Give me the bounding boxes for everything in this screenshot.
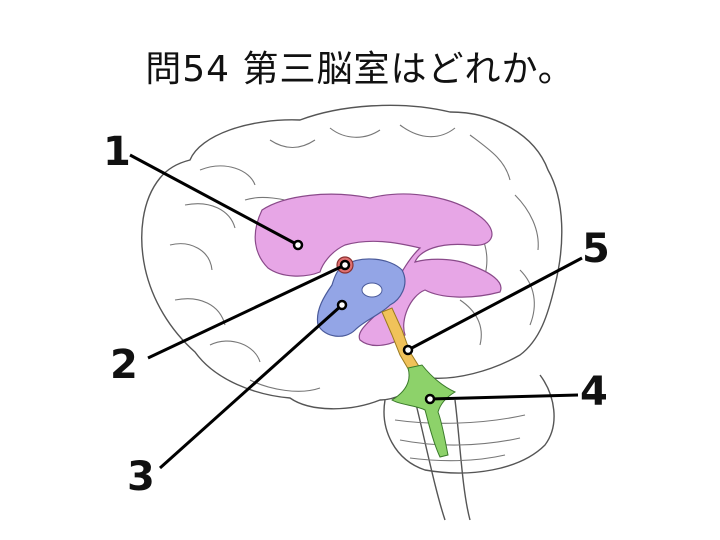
leader-line-5 — [407, 256, 583, 352]
label-1: 1 — [103, 129, 131, 175]
massa-intermedia — [361, 282, 383, 298]
pointer-dot-5 — [402, 344, 414, 356]
label-3: 3 — [127, 454, 155, 500]
leader-line-3 — [158, 303, 344, 470]
pointer-dot-2 — [339, 259, 351, 271]
label-4: 4 — [580, 369, 608, 415]
brain-outline — [141, 104, 563, 521]
leader-line-1 — [129, 153, 299, 247]
pointer-dot-3 — [336, 299, 348, 311]
label-2: 2 — [110, 342, 138, 388]
brain-folds — [169, 124, 539, 462]
third-ventricle — [316, 258, 406, 337]
lateral-ventricle — [254, 193, 502, 347]
leader-line-2 — [147, 263, 346, 360]
label-5: 5 — [582, 226, 610, 272]
pointer-dot-1 — [292, 239, 304, 251]
pointer-dot-4 — [424, 393, 436, 405]
leader-line-4 — [429, 393, 579, 401]
fourth-ventricle — [391, 364, 457, 458]
question-title: 問54 第三脳室はどれか。 — [145, 49, 575, 90]
